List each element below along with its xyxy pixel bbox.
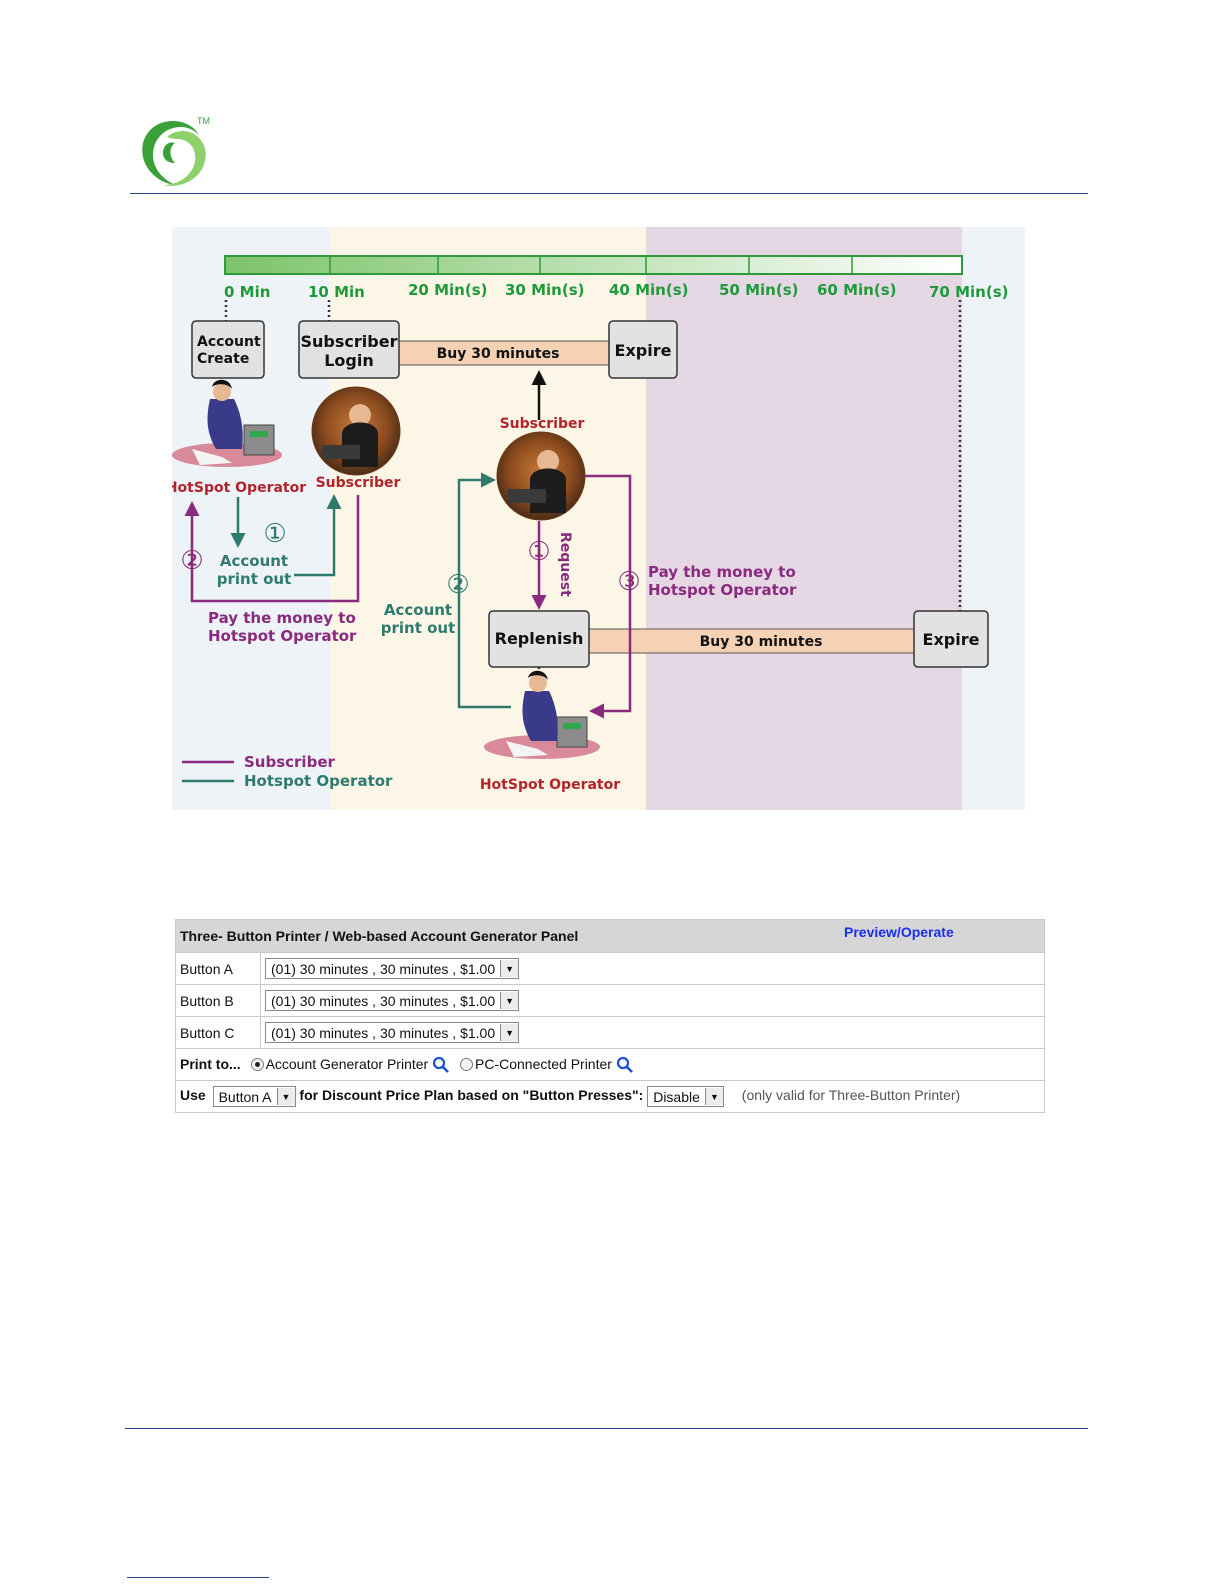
zone-purple	[646, 227, 962, 810]
pay-money-2-line-1: Pay the money to	[648, 563, 796, 581]
account-create-line-2: Create	[197, 351, 249, 367]
timeline-label-0: 0 Min	[224, 283, 270, 301]
button-c-row: Button C (01) 30 minutes , 30 minutes , …	[175, 1016, 1045, 1049]
zone-blue-right	[962, 227, 1025, 810]
account-print-out-1-line-2: print out	[217, 570, 292, 588]
chevron-down-icon[interactable]: ▼	[500, 992, 519, 1009]
timeline-label-30: 30 Min(s)	[505, 281, 584, 299]
step-one-a: ①	[263, 518, 286, 548]
search-icon[interactable]	[616, 1056, 634, 1074]
chevron-down-icon[interactable]: ▼	[500, 960, 519, 977]
trademark-symbol: TM	[197, 116, 210, 126]
button-c-label: Button C	[175, 1016, 261, 1049]
step-two-a: ②	[180, 545, 203, 575]
hotspot-billing-diagram: 0 Min 10 Min 20 Min(s) 30 Min(s) 40 Min(…	[172, 227, 1025, 810]
account-print-out-2-line-1: Account	[384, 601, 452, 619]
panel-header: Three- Button Printer / Web-based Accoun…	[175, 919, 1045, 953]
button-a-label: Button A	[175, 952, 261, 985]
request-label: Request	[557, 532, 573, 597]
button-b-row: Button B (01) 30 minutes , 30 minutes , …	[175, 984, 1045, 1017]
step-one-b: ①	[527, 536, 550, 566]
radio-pc-connected-printer[interactable]	[459, 1058, 473, 1072]
hotspot-operator-label-2: HotSpot Operator	[480, 777, 620, 793]
discount-button-select[interactable]: Button A ▼	[212, 1086, 296, 1107]
pc-connected-printer-label[interactable]: PC-Connected Printer	[474, 1055, 612, 1072]
button-c-plan-select[interactable]: (01) 30 minutes , 30 minutes , $1.00 ▼	[265, 1022, 520, 1043]
buy-bar-1-label: Buy 30 minutes	[437, 346, 560, 362]
legend-subscriber-label: Subscriber	[244, 753, 335, 771]
account-print-out-2-line-2: print out	[381, 619, 456, 637]
panel-title: Three- Button Printer / Web-based Accoun…	[180, 928, 579, 944]
zone-yellow	[330, 227, 646, 810]
hotspot-operator-figure-1	[172, 379, 282, 467]
discount-plan-text: for Discount Price Plan based on "Button…	[299, 1087, 644, 1104]
button-b-label: Button B	[175, 984, 261, 1017]
replenish-label: Replenish	[495, 629, 584, 648]
pay-money-1-line-2: Hotspot Operator	[208, 627, 357, 645]
search-icon[interactable]	[432, 1056, 450, 1074]
box-subscriber-login: Subscriber Login	[298, 320, 400, 379]
box-account-create: Account Create	[191, 320, 265, 379]
timeline-label-10: 10 Min	[308, 283, 365, 301]
subscriber-login-line-1: Subscriber	[301, 332, 398, 351]
timeline-bar	[224, 255, 963, 275]
footer-short-rule	[127, 1577, 269, 1578]
hotspot-operator-label-1: HotSpot Operator	[172, 480, 306, 496]
button-a-row: Button A (01) 30 minutes , 30 minutes , …	[175, 952, 1045, 985]
step-three-b: ③	[617, 566, 640, 596]
legend-operator-label: Hotspot Operator	[244, 772, 393, 790]
zone-blue	[172, 227, 330, 810]
subscriber-photo-2	[496, 431, 586, 521]
chevron-down-icon[interactable]: ▼	[704, 1088, 723, 1105]
subscriber-label-1: Subscriber	[316, 475, 401, 491]
chevron-down-icon[interactable]: ▼	[500, 1024, 519, 1041]
timeline-label-70: 70 Min(s)	[929, 283, 1008, 301]
preview-operate-link[interactable]: Preview/Operate	[844, 924, 954, 940]
step-two-b: ②	[446, 569, 469, 599]
chevron-down-icon[interactable]: ▼	[276, 1088, 295, 1105]
expire-1-label: Expire	[615, 341, 672, 360]
account-generator-printer-label[interactable]: Account Generator Printer	[265, 1055, 429, 1072]
pay-money-1-line-1: Pay the money to	[208, 609, 356, 627]
company-logo	[142, 121, 206, 186]
footer-rule	[125, 1428, 1088, 1429]
account-print-out-1-line-1: Account	[220, 552, 288, 570]
buy-bar-2-label: Buy 30 minutes	[700, 634, 823, 650]
expire-2-label: Expire	[923, 630, 980, 649]
box-replenish: Replenish	[488, 610, 590, 668]
discount-note: (only valid for Three-Button Printer)	[741, 1087, 961, 1104]
button-a-plan-select[interactable]: (01) 30 minutes , 30 minutes , $1.00 ▼	[265, 958, 520, 979]
box-expire-2: Expire	[913, 610, 989, 668]
pay-money-2-line-2: Hotspot Operator	[648, 581, 797, 599]
buy-bar-2	[588, 628, 915, 654]
discount-row: Use Button A ▼ for Discount Price Plan b…	[175, 1080, 1045, 1113]
subscriber-login-line-2: Login	[324, 351, 374, 370]
print-to-row: Print to... Account Generator Printer PC…	[175, 1048, 1045, 1081]
subscriber-photo-1	[311, 386, 401, 476]
timeline-label-40: 40 Min(s)	[609, 281, 688, 299]
button-b-plan-select[interactable]: (01) 30 minutes , 30 minutes , $1.00 ▼	[265, 990, 520, 1011]
use-label: Use	[180, 1087, 206, 1104]
header-rule	[130, 193, 1088, 194]
hotspot-operator-figure-2	[484, 670, 600, 759]
subscriber-label-top: Subscriber	[500, 416, 585, 432]
box-expire-1: Expire	[608, 320, 678, 379]
account-generator-panel: Three- Button Printer / Web-based Accoun…	[175, 919, 1045, 1113]
legend: Subscriber Hotspot Operator	[182, 753, 393, 790]
timeline-label-50: 50 Min(s)	[719, 281, 798, 299]
discount-mode-select[interactable]: Disable ▼	[647, 1086, 724, 1107]
timeline-label-60: 60 Min(s)	[817, 281, 896, 299]
account-create-line-1: Account	[197, 334, 261, 350]
timeline-label-20: 20 Min(s)	[408, 281, 487, 299]
radio-account-generator-printer[interactable]	[250, 1058, 264, 1072]
print-to-label: Print to...	[180, 1055, 241, 1072]
